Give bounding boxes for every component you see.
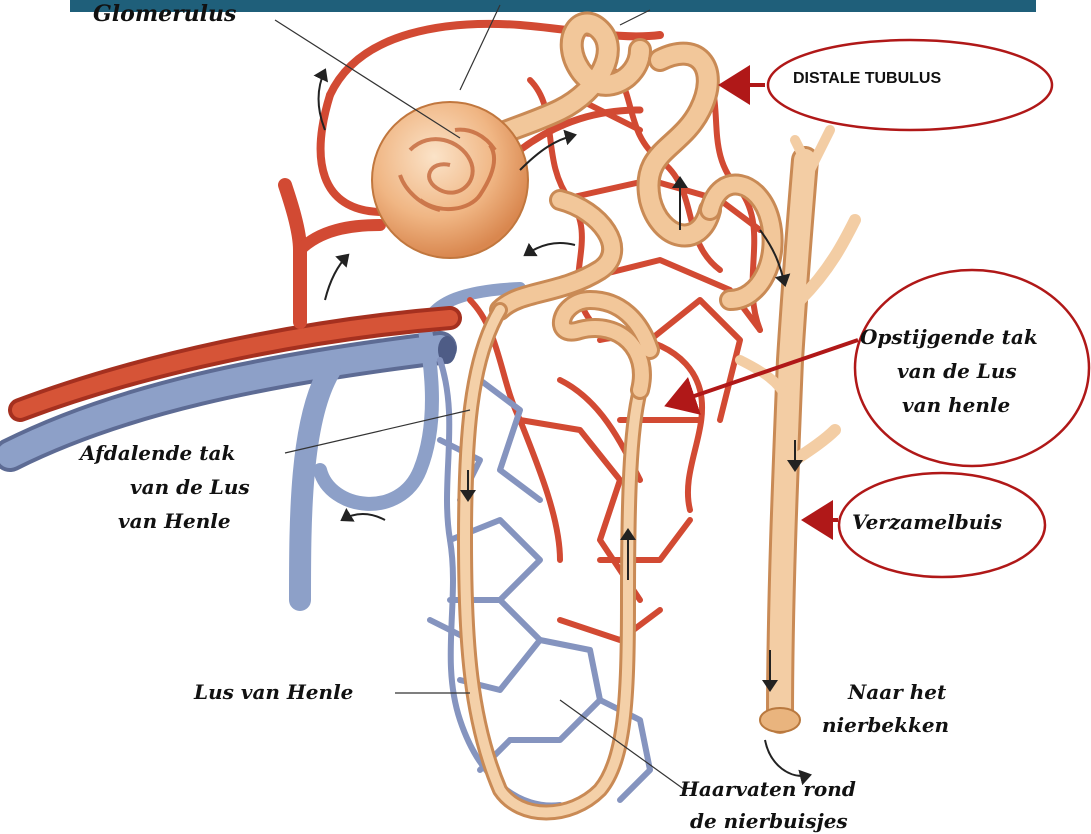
afdalende-label-line1: Afdalende tak (78, 441, 235, 465)
highlight-rings (768, 40, 1089, 577)
naar-het-label-line2: nierbekken (822, 713, 949, 737)
lus-van-henle-label: Lus van Henle (193, 680, 353, 704)
opstijgende-label-line2: van de Lus (897, 359, 1017, 383)
opstijgende-label-line3: van henle (902, 393, 1010, 417)
distale-tubulus-label: DISTALE TUBULUS (793, 70, 941, 87)
glomerulus-capsule (372, 102, 528, 258)
naar-het-label-line1: Naar het (847, 680, 947, 704)
haarvaten-label-line2: de nierbuisjes (690, 809, 848, 833)
haarvaten-label-line1: Haarvaten rond (679, 777, 856, 801)
collecting-duct (740, 130, 855, 732)
opstijgende-label-line1: Opstijgende tak (860, 325, 1038, 349)
afdalende-label-line3: van Henle (118, 509, 231, 533)
glomerulus-label: Glomerulus (93, 1, 236, 27)
verzamelbuis-label: Verzamelbuis (852, 510, 1002, 534)
afdalende-label-line2: van de Lus (130, 475, 250, 499)
